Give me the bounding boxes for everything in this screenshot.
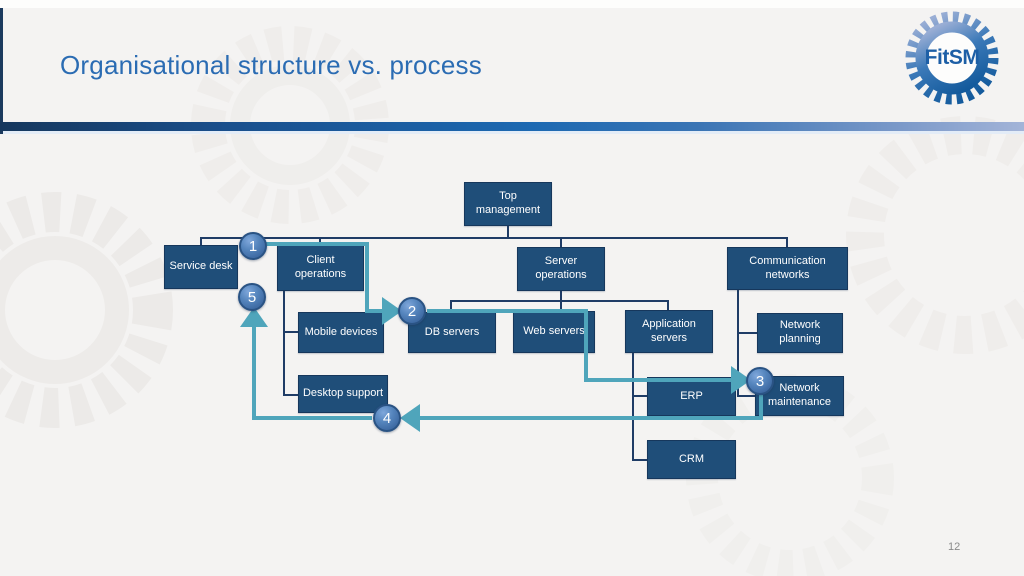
step-number: 2 <box>407 302 417 320</box>
node-label: Service desk <box>169 260 233 273</box>
node-application-servers: Application servers <box>625 310 713 353</box>
node-communication-networks: Communication networks <box>727 247 848 290</box>
header-divider-bar <box>0 122 1024 131</box>
node-service-desk: Service desk <box>164 245 238 289</box>
process-step-1: 1 <box>239 232 267 260</box>
node-client-operations: Client operations <box>277 245 364 291</box>
header-left-accent-bar <box>0 8 3 134</box>
step-number: 4 <box>382 409 392 427</box>
node-label: Top management <box>475 190 541 216</box>
node-web-servers: Web servers <box>513 311 595 353</box>
node-label: DB servers <box>424 325 480 338</box>
node-label: Application servers <box>642 317 696 344</box>
node-label: ERP <box>680 389 703 402</box>
step-number: 5 <box>247 288 257 306</box>
node-label: Communication networks <box>749 254 826 281</box>
node-network-planning: Network planning <box>757 313 843 353</box>
node-crm: CRM <box>647 440 736 479</box>
node-label: Mobile devices <box>304 325 378 338</box>
gear-icon <box>905 11 999 105</box>
slide-top-margin <box>0 0 1024 8</box>
node-label: Server operations <box>535 255 587 281</box>
node-mobile-devices: Mobile devices <box>298 312 384 353</box>
process-step-5: 5 <box>238 283 266 311</box>
process-step-2: 2 <box>398 297 426 325</box>
node-top-management: Top management <box>464 182 552 226</box>
step-number: 3 <box>755 372 765 390</box>
page-title: Organisational structure vs. process <box>60 50 482 80</box>
node-label: CRM <box>678 452 705 465</box>
node-server-operations: Server operations <box>517 247 605 291</box>
node-label: Web servers <box>523 325 585 338</box>
page-number: 12 <box>948 541 961 553</box>
fitsm-logo: FitSM <box>902 8 1002 108</box>
node-desktop-support: Desktop support <box>298 375 388 413</box>
process-step-3: 3 <box>746 367 774 395</box>
node-label: Desktop support <box>302 387 384 400</box>
header-divider-shadow <box>0 131 1024 134</box>
fitsm-logo-text: FitSM <box>924 46 980 69</box>
node-label: Client operations <box>294 254 347 280</box>
process-step-4: 4 <box>373 404 401 432</box>
node-label: Network planning <box>779 319 821 345</box>
step-number: 1 <box>248 237 258 255</box>
node-erp: ERP <box>647 377 736 416</box>
